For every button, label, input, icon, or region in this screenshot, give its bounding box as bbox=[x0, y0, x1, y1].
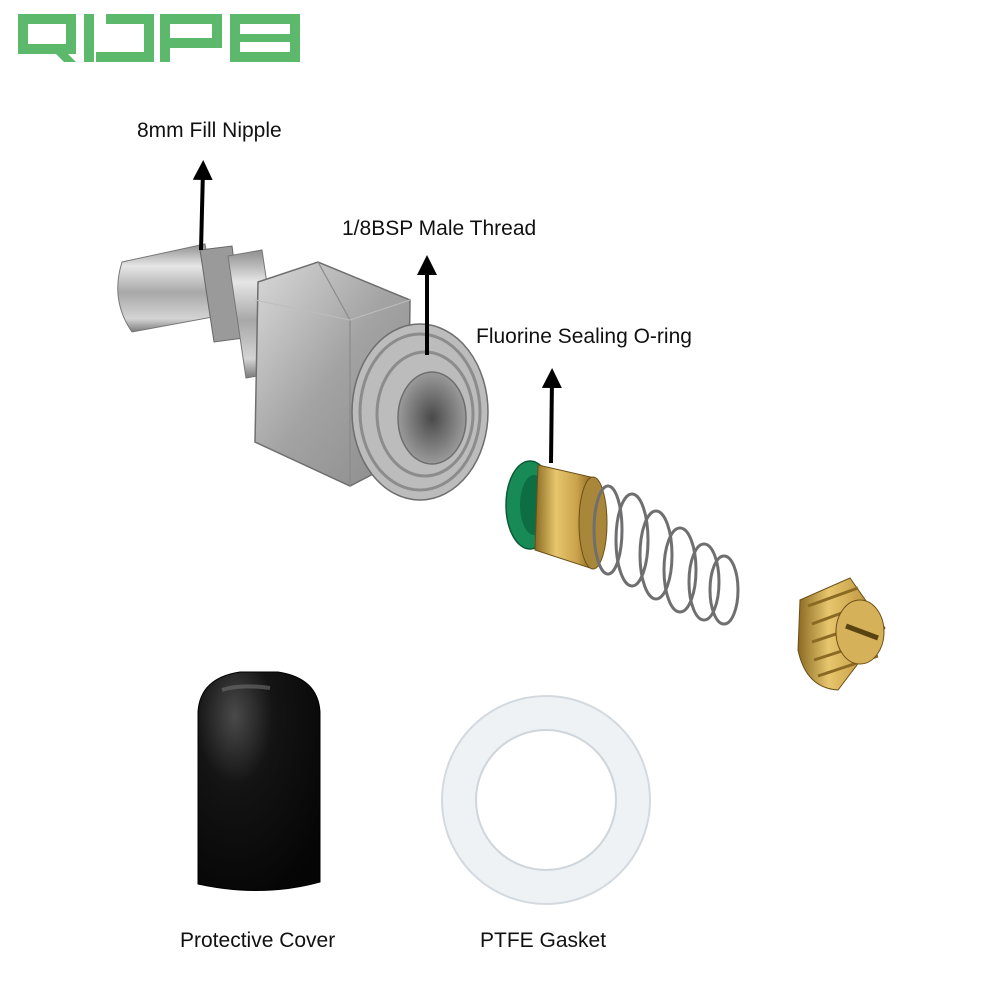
label-ptfe-gasket: PTFE Gasket bbox=[480, 929, 607, 952]
label-o-ring: Fluorine Sealing O-ring bbox=[476, 325, 692, 348]
arrow-o-ring bbox=[541, 368, 562, 464]
callout-arrows bbox=[192, 160, 562, 464]
ptfe-gasket bbox=[441, 695, 651, 905]
spring bbox=[592, 484, 740, 626]
label-male-thread: 1/8BSP Male Thread bbox=[342, 217, 537, 240]
brass-plug bbox=[797, 577, 886, 691]
protective-cover bbox=[197, 671, 321, 891]
label-fill-nipple: 8mm Fill Nipple bbox=[137, 119, 282, 142]
brand-logo bbox=[18, 14, 300, 62]
fill-nipple-fitting bbox=[117, 243, 489, 501]
valve-assembly bbox=[505, 460, 740, 626]
label-protective-cover: Protective Cover bbox=[180, 929, 336, 952]
arrow-fill-nipple bbox=[192, 160, 213, 251]
